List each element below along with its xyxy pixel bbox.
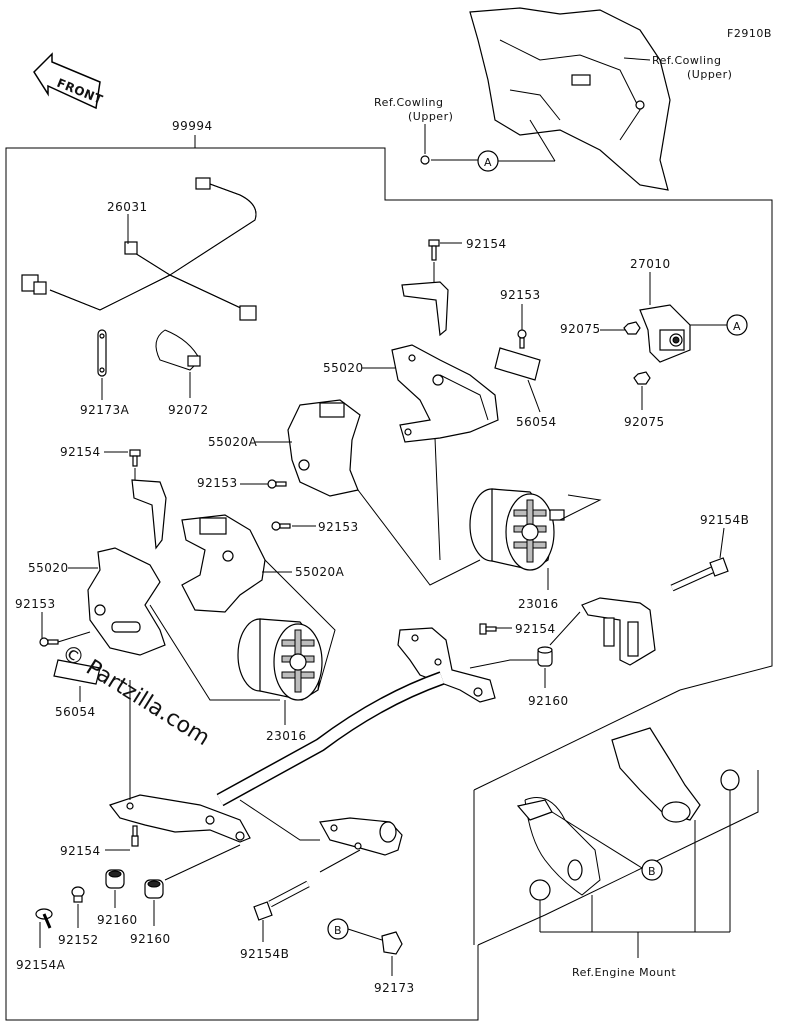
part-92153-mid: 92153 <box>197 476 238 490</box>
kit-frame-right <box>195 147 773 691</box>
lamp-23016-left-part <box>237 618 323 701</box>
band-part <box>155 329 201 371</box>
bolt-92154-mid-icon <box>479 623 497 635</box>
stay-left-part <box>131 479 167 550</box>
engine-mount-frame-part <box>516 727 701 896</box>
bolt-92154-left-icon <box>129 449 141 467</box>
svg-text:B: B <box>648 865 656 878</box>
cowling-upper-part <box>469 7 671 191</box>
part-92075-b: 92075 <box>624 415 665 429</box>
part-99994: 99994 <box>172 119 213 133</box>
pad-56054-left-part <box>53 659 101 685</box>
part-27010: 27010 <box>630 257 671 271</box>
bracket-55020A-upper-part <box>287 399 361 497</box>
mount-plate-left-part <box>109 794 251 843</box>
part-92173A: 92173A <box>80 403 130 417</box>
part-23016-left: 23016 <box>266 729 307 743</box>
svg-text:A: A <box>484 156 492 169</box>
bolt-92154-bottom-icon <box>131 825 139 847</box>
part-92154B-right: 92154B <box>700 513 749 527</box>
engine-mount-box-top <box>473 689 681 791</box>
front-arrow-icon: FRONT <box>33 52 105 110</box>
lamp-23016-right-part <box>469 488 565 571</box>
callout-a-right <box>726 314 748 336</box>
bushing-upper-icon <box>720 769 740 791</box>
part-92160-right: 92160 <box>528 694 569 708</box>
part-55020-left: 55020 <box>28 561 69 575</box>
washer-92152-icon <box>71 886 85 903</box>
ref-cowling-upper-1-line1: Ref.Cowling <box>652 54 721 67</box>
ref-cowling-upper-2-line1: Ref.Cowling <box>374 96 443 109</box>
part-92154-left: 92154 <box>60 445 101 459</box>
kit-frame-bottom-right <box>477 770 759 946</box>
bracket-55020-right-part <box>391 344 499 443</box>
part-92072: 92072 <box>168 403 209 417</box>
diagram-code: F2910B <box>727 27 772 40</box>
part-92152: 92152 <box>58 933 99 947</box>
part-92160-a: 92160 <box>97 913 138 927</box>
screw-92153-mid2-icon <box>271 521 291 531</box>
nut-92075-b-icon <box>633 371 651 385</box>
collar-92160-a-icon <box>105 869 125 889</box>
wiring-harness-part <box>21 177 257 321</box>
stay-bracket-part <box>401 281 449 337</box>
screw-92153-top-icon <box>517 329 527 349</box>
part-55020A-lower: 55020A <box>295 565 345 579</box>
part-26031: 26031 <box>107 200 148 214</box>
bracket-55020A-lower-part <box>181 514 266 613</box>
part-56054-left: 56054 <box>55 705 96 719</box>
svg-text:B: B <box>334 924 342 937</box>
ref-cowling-upper-1-line2: (Upper) <box>687 68 732 81</box>
part-92154-mid: 92154 <box>515 622 556 636</box>
leader-cowling-1 <box>623 57 651 61</box>
clamp-part <box>97 329 107 377</box>
collar-92160-right-icon <box>537 646 553 667</box>
crossbar-part <box>216 671 445 807</box>
svg-text:A: A <box>733 320 741 333</box>
switch-27010-part <box>639 304 691 363</box>
part-92153-mid2: 92153 <box>318 520 359 534</box>
nut-92075-a-icon <box>623 321 641 335</box>
part-92075-a: 92075 <box>560 322 601 336</box>
part-92173: 92173 <box>374 981 415 995</box>
bolt-92154A-icon <box>35 908 53 929</box>
callout-b-right <box>641 859 663 881</box>
part-56054-right: 56054 <box>516 415 557 429</box>
bracket-55020-left-part <box>87 547 166 656</box>
part-55020A-upper: 55020A <box>208 435 258 449</box>
mount-bracket-right-part <box>581 597 656 666</box>
grommet-92173-icon <box>381 931 403 955</box>
bushing-lower-icon <box>529 879 551 901</box>
part-92154-top: 92154 <box>466 237 507 251</box>
kit-frame-left <box>5 147 479 1021</box>
ref-engine-mount: Ref.Engine Mount <box>572 966 676 979</box>
stay-center-part <box>397 627 496 703</box>
part-55020-right: 55020 <box>323 361 364 375</box>
part-23016-right: 23016 <box>518 597 559 611</box>
part-92153-left: 92153 <box>15 597 56 611</box>
screw-92153-mid-icon <box>267 479 287 489</box>
part-92154B-bottom: 92154B <box>240 947 289 961</box>
part-92153-top: 92153 <box>500 288 541 302</box>
collar-92160-b-icon <box>144 879 164 899</box>
bolt-92154-top-icon <box>428 239 440 261</box>
screw-92153-left-icon <box>39 637 59 647</box>
part-92160-b: 92160 <box>130 932 171 946</box>
cowling-bolt-icon <box>420 155 430 165</box>
ref-cowling-upper-2-line2: (Upper) <box>408 110 453 123</box>
bolt-92154B-bottom-icon <box>253 880 310 921</box>
part-92154A: 92154A <box>16 958 66 972</box>
bolt-92154B-right-icon <box>670 557 729 592</box>
mount-plate-mid-part <box>319 817 403 856</box>
part-92154-bottom: 92154 <box>60 844 101 858</box>
pad-56054-right-part <box>494 347 541 381</box>
